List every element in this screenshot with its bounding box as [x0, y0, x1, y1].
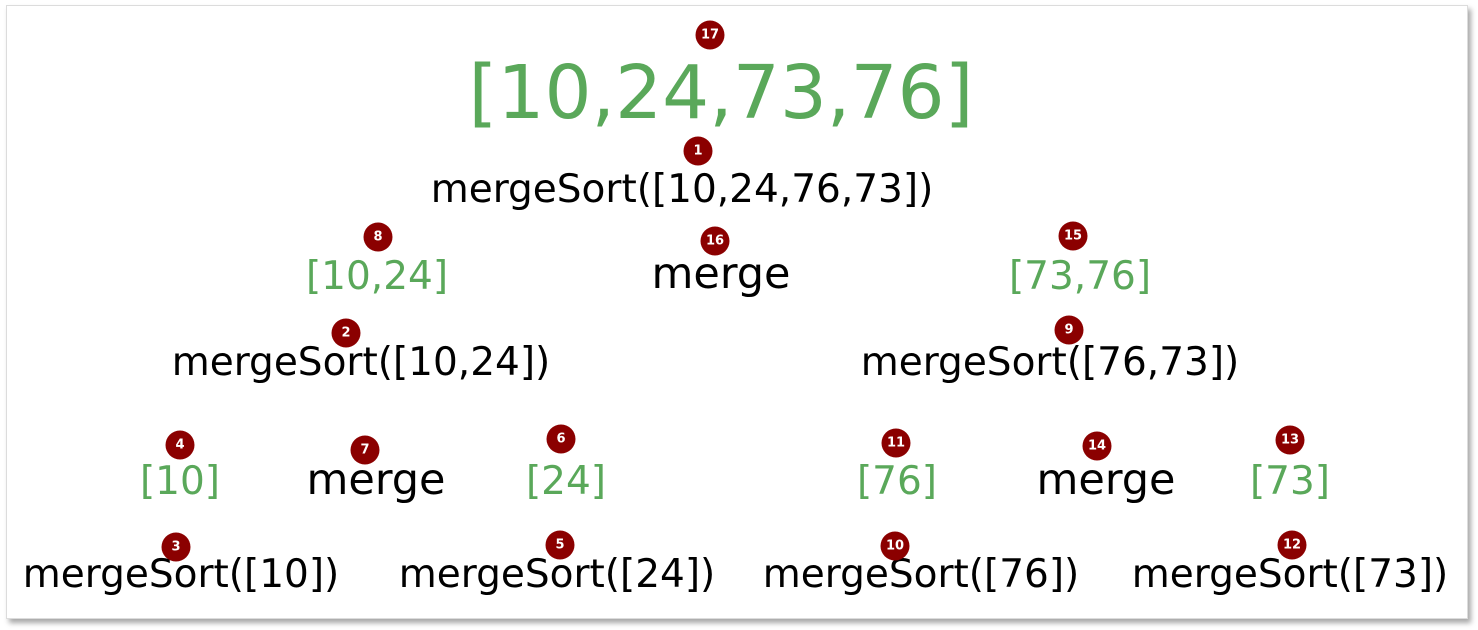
left-right-call: mergeSort([24]): [398, 552, 716, 597]
right-result: [73,76]: [1008, 254, 1152, 299]
root-merge: merge: [651, 249, 791, 299]
root-result: [10,24,73,76]: [468, 50, 974, 136]
right-merge: merge: [1036, 455, 1176, 505]
step-badge-8: 8: [363, 222, 393, 252]
root-call: mergeSort([10,24,76,73]): [430, 167, 934, 212]
step-badge-12: 12: [1277, 530, 1307, 560]
right-call: mergeSort([76,73]): [860, 340, 1240, 385]
step-badge-15: 15: [1058, 221, 1088, 251]
step-badge-10: 10: [880, 531, 910, 561]
step-badge-17: 17: [695, 20, 725, 50]
left-left-result: [10]: [139, 459, 221, 504]
left-right-result: [24]: [525, 459, 607, 504]
step-badge-9: 9: [1054, 315, 1084, 345]
left-call: mergeSort([10,24]): [171, 340, 551, 385]
step-badge-16: 16: [700, 226, 730, 256]
step-badge-2: 2: [331, 318, 361, 348]
step-badge-14: 14: [1082, 431, 1112, 461]
step-badge-13: 13: [1275, 425, 1305, 455]
step-badge-1: 1: [683, 136, 713, 166]
step-badge-5: 5: [545, 530, 575, 560]
right-left-result: [76]: [856, 459, 938, 504]
diagram-canvas: [6, 5, 1468, 619]
right-left-call: mergeSort([76]): [762, 552, 1080, 597]
step-badge-6: 6: [546, 424, 576, 454]
step-badge-3: 3: [161, 532, 191, 562]
left-merge: merge: [306, 455, 446, 505]
step-badge-4: 4: [165, 430, 195, 460]
left-left-call: mergeSort([10]): [22, 552, 340, 597]
right-right-call: mergeSort([73]): [1131, 552, 1449, 597]
right-right-result: [73]: [1249, 459, 1331, 504]
step-badge-7: 7: [350, 435, 380, 465]
step-badge-11: 11: [881, 428, 911, 458]
left-result: [10,24]: [305, 254, 449, 299]
